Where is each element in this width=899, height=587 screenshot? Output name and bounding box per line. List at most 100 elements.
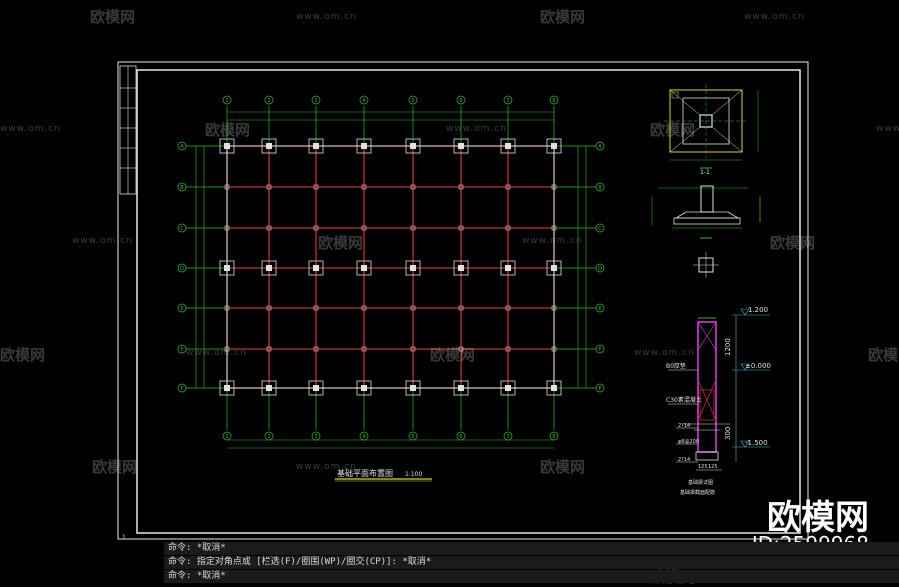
pile-cap <box>458 346 464 352</box>
axis-label-y: E <box>598 306 601 312</box>
column <box>551 265 557 271</box>
rebar-stirrup: φ8@200 <box>678 439 699 445</box>
footing <box>405 380 421 396</box>
plan-title: 基础平面布置图 <box>337 468 393 478</box>
axis-label-x: 7 <box>506 434 509 440</box>
axis-label-y: B <box>598 185 602 191</box>
footing <box>308 260 324 276</box>
axis-label-y: A <box>180 144 184 150</box>
pile-cap <box>266 225 272 231</box>
axis-bubble <box>503 95 513 105</box>
axis-label-y: F <box>599 386 602 392</box>
axis-bubble <box>549 431 559 441</box>
pile-cap <box>224 305 230 311</box>
column <box>458 143 464 149</box>
pile-cap <box>224 225 230 231</box>
dim-1200: 1200 <box>724 338 732 356</box>
axis-bubble <box>595 182 605 192</box>
column <box>410 143 416 149</box>
axis-label-y: C <box>180 226 184 232</box>
pile-cap <box>313 184 319 190</box>
elevation-top: 1.200 <box>748 306 768 314</box>
footing <box>546 380 562 396</box>
dim-125-right: 125 <box>708 464 718 470</box>
column-section-detail <box>693 252 719 278</box>
command-history-2: 命令: 指定对角点或 [栏选(F)/圈围(WP)/圈交(CP)]: *取消* <box>164 556 899 569</box>
axis-label-x: 8 <box>552 434 555 440</box>
column <box>551 143 557 149</box>
pile-cap <box>361 305 367 311</box>
plan-scale: 1:100 <box>405 471 422 478</box>
note-pad: B0厚垫 <box>666 362 686 370</box>
axis-label-y: D <box>180 266 184 272</box>
axis-bubble <box>264 95 274 105</box>
footing <box>356 260 372 276</box>
column <box>313 385 319 391</box>
pile-cap <box>266 305 272 311</box>
axis-label-x: 3 <box>314 434 317 440</box>
brand-logo: 欧模网 <box>767 498 869 538</box>
pile-cap <box>361 225 367 231</box>
column <box>224 265 230 271</box>
column <box>505 265 511 271</box>
column <box>313 265 319 271</box>
axis-label-x: 1 <box>225 98 228 104</box>
footing <box>500 138 516 154</box>
note-concrete: C30素混凝土 <box>666 396 702 404</box>
footing <box>546 260 562 276</box>
axis-label-y: C <box>598 226 602 232</box>
footing <box>453 380 469 396</box>
pile-cap <box>551 225 557 231</box>
pile-cap <box>551 184 557 190</box>
pile-cap <box>313 305 319 311</box>
axis-bubble <box>359 431 369 441</box>
axis-label-y: D <box>598 266 602 272</box>
pile-cap <box>410 346 416 352</box>
pile-cap <box>224 346 230 352</box>
footing <box>356 138 372 154</box>
pile-cap <box>266 184 272 190</box>
command-line[interactable]: 命令: *取消* 命令: 指定对角点或 [栏选(F)/圈围(WP)/圈交(CP)… <box>164 542 899 583</box>
pile-cap <box>505 346 511 352</box>
axis-label-x: 1 <box>225 434 228 440</box>
axis-bubble <box>177 303 187 313</box>
pile-cap <box>313 346 319 352</box>
detail-caption-1: 基础梁详图 <box>688 479 713 486</box>
footing <box>405 138 421 154</box>
footing <box>261 138 277 154</box>
axis-bubble <box>177 182 187 192</box>
footing <box>308 138 324 154</box>
axis-bubble <box>456 95 466 105</box>
axis-bubble <box>177 223 187 233</box>
column <box>361 143 367 149</box>
axis-label-y: A <box>598 144 602 150</box>
pile-cap <box>410 184 416 190</box>
rebar-bottom: 2?14 <box>678 457 690 463</box>
pile-cap <box>361 346 367 352</box>
axis-bubble <box>359 95 369 105</box>
axis-bubble <box>408 95 418 105</box>
axis-label-y: F <box>599 347 602 353</box>
section-label: 1-1 <box>700 169 710 176</box>
footing <box>405 260 421 276</box>
axis-bubble <box>177 141 187 151</box>
column <box>458 385 464 391</box>
axis-label-x: 5 <box>411 434 414 440</box>
column <box>266 385 272 391</box>
axis-label-x: 3 <box>314 98 317 104</box>
footing <box>219 260 235 276</box>
pile-cap <box>458 225 464 231</box>
axis-bubble <box>595 303 605 313</box>
column <box>410 265 416 271</box>
pile-cap <box>313 225 319 231</box>
axis-bubble <box>177 383 187 393</box>
axis-bubble <box>222 431 232 441</box>
axis-bubble <box>595 344 605 354</box>
footing <box>261 260 277 276</box>
axis-label-x: 7 <box>506 98 509 104</box>
sheet-outer-border <box>117 61 809 540</box>
column <box>266 265 272 271</box>
command-prompt[interactable]: 命令: *取消* <box>164 570 899 583</box>
